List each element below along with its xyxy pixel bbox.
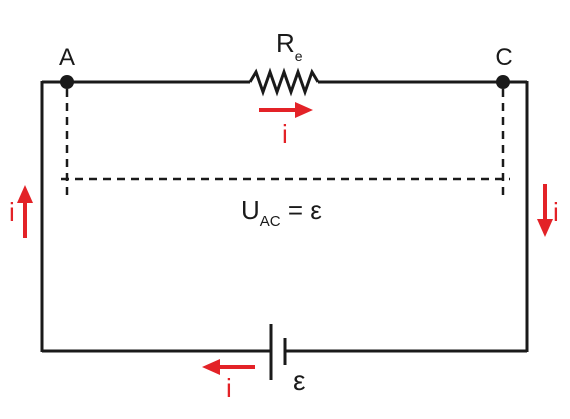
battery-label: ε (293, 365, 305, 396)
current-label-left: i (9, 197, 15, 227)
resistor-label-main: R (276, 28, 295, 58)
resistor-icon (248, 67, 320, 97)
current-label-top: i (282, 119, 288, 149)
current-label-right: i (553, 197, 559, 227)
node-c-label: C (495, 44, 512, 71)
resistor-label: Re (276, 28, 303, 64)
current-arrow-left-icon (17, 185, 33, 238)
voltage-label-u: U (241, 195, 260, 225)
current-arrow-right-icon (537, 184, 553, 237)
current-arrow-top-icon (259, 102, 313, 118)
current-arrow-bottom-icon (202, 359, 255, 375)
resistor-label-subscript: e (295, 48, 303, 64)
voltage-label-rest: = ε (281, 195, 323, 225)
node-a-dot-icon (60, 75, 74, 89)
node-a-label: A (59, 44, 75, 71)
node-c-dot-icon (496, 75, 510, 89)
voltage-label: UAC = ε (241, 195, 322, 230)
voltage-label-sub: AC (260, 213, 281, 230)
current-label-bottom: i (226, 373, 232, 403)
